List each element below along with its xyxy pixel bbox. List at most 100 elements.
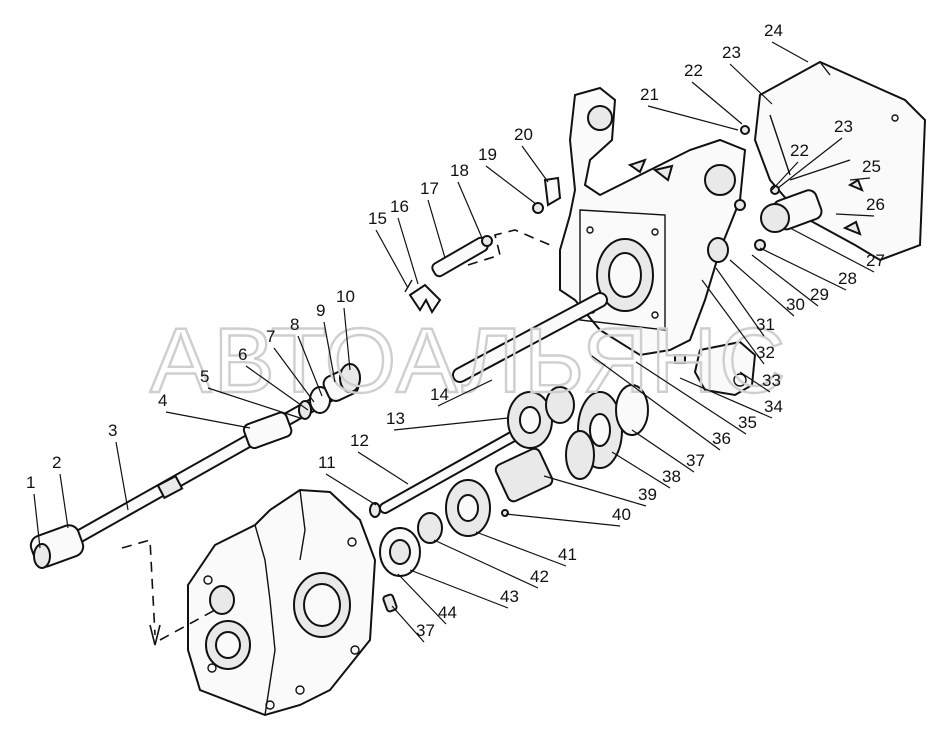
callout-leader-43 xyxy=(409,569,509,609)
callout-number-25: 25 xyxy=(862,157,881,176)
callout-number-9: 9 xyxy=(316,301,325,320)
callout-leader-8 xyxy=(297,335,323,397)
callout-number-13: 13 xyxy=(386,409,405,428)
callout-leader-29 xyxy=(751,254,819,307)
gear-shafts xyxy=(369,292,649,613)
callout-leader-10 xyxy=(343,307,351,371)
callout-leader-30 xyxy=(729,259,795,317)
callout-number-15: 15 xyxy=(368,209,387,228)
callout-leader-28 xyxy=(759,247,847,291)
callout-number-31: 31 xyxy=(756,315,775,334)
callout-leader-25 xyxy=(849,177,871,181)
callout-leader-12 xyxy=(357,451,409,485)
callout-number-20: 20 xyxy=(514,125,533,144)
callout-number-33: 33 xyxy=(762,371,781,390)
callout-leader-40 xyxy=(505,513,621,527)
callout-number-19: 19 xyxy=(478,145,497,164)
callout-number-22: 22 xyxy=(790,141,809,160)
assembly-guide xyxy=(121,538,216,646)
callout-leader-39 xyxy=(543,475,647,507)
callout-number-11: 11 xyxy=(318,453,336,472)
callout-number-43: 43 xyxy=(500,587,519,606)
callout-leader-18 xyxy=(457,181,483,239)
callout-number-8: 8 xyxy=(290,315,299,334)
callout-number-34: 34 xyxy=(764,397,783,416)
callout-number-36: 36 xyxy=(712,429,731,448)
callout-leader-2 xyxy=(59,473,69,529)
callout-number-4: 4 xyxy=(158,391,167,410)
callout-number-1: 1 xyxy=(26,473,35,492)
callout-leader-36 xyxy=(591,355,721,451)
shift-assembly xyxy=(404,176,562,314)
callout-leader-24 xyxy=(771,41,809,63)
callout-number-16: 16 xyxy=(390,197,409,216)
callout-leader-35 xyxy=(635,361,747,435)
callout-number-39: 39 xyxy=(638,485,657,504)
callout-number-18: 18 xyxy=(450,161,469,180)
callout-number-10: 10 xyxy=(336,287,355,306)
callout-leader-23 xyxy=(729,63,773,105)
callout-number-6: 6 xyxy=(238,345,247,364)
callout-leader-21 xyxy=(647,105,739,131)
callout-number-27: 27 xyxy=(866,251,885,270)
callout-number-32: 32 xyxy=(756,343,775,362)
callout-number-35: 35 xyxy=(738,413,757,432)
callout-leader-34 xyxy=(679,377,773,419)
callout-leader-32 xyxy=(701,279,765,365)
callout-leader-5 xyxy=(207,387,301,419)
callout-number-3: 3 xyxy=(108,421,117,440)
callout-leader-17 xyxy=(427,199,446,259)
callout-leader-42 xyxy=(433,539,539,589)
callout-number-12: 12 xyxy=(350,431,369,450)
callout-number-29: 29 xyxy=(810,285,829,304)
callout-leader-7 xyxy=(273,347,315,403)
callout-leader-41 xyxy=(475,531,567,567)
callout-leader-22 xyxy=(771,161,799,191)
callout-leader-26 xyxy=(835,213,875,217)
callout-leader-14 xyxy=(437,379,493,407)
callout-leader-1 xyxy=(33,493,41,549)
callout-leader-37 xyxy=(631,429,695,473)
callout-number-37: 37 xyxy=(416,621,435,640)
callout-number-28: 28 xyxy=(838,269,857,288)
callout-number-23: 23 xyxy=(722,43,741,62)
callout-number-38: 38 xyxy=(662,467,681,486)
callout-leader-4 xyxy=(165,411,251,429)
callout-number-21: 21 xyxy=(640,85,659,104)
input-shaft xyxy=(29,363,361,569)
callout-number-22: 22 xyxy=(684,61,703,80)
callout-leader-19 xyxy=(485,165,537,205)
main-housing xyxy=(559,86,747,357)
callout-number-41: 41 xyxy=(558,545,577,564)
callout-number-2: 2 xyxy=(52,453,61,472)
callout-number-17: 17 xyxy=(420,179,439,198)
callout-number-44: 44 xyxy=(438,603,457,622)
callout-leader-23 xyxy=(777,137,843,189)
callout-number-30: 30 xyxy=(786,295,805,314)
callout-number-24: 24 xyxy=(764,21,783,40)
callout-leader-31 xyxy=(715,267,765,337)
callout-number-14: 14 xyxy=(430,385,449,404)
callout-labels: 1234567891011121314151617181920212223242… xyxy=(26,21,885,643)
callout-leader-13 xyxy=(393,417,509,431)
callout-leader-37 xyxy=(391,605,425,643)
callout-number-23: 23 xyxy=(834,117,853,136)
callout-number-5: 5 xyxy=(200,367,209,386)
callout-number-37: 37 xyxy=(686,451,705,470)
callout-number-7: 7 xyxy=(266,327,275,346)
callout-number-42: 42 xyxy=(530,567,549,586)
callout-leader-38 xyxy=(611,451,671,489)
callout-leader-3 xyxy=(115,441,129,511)
watermark-text: АВТОАЛЬЯНС xyxy=(150,310,788,412)
callout-leader-16 xyxy=(397,217,419,285)
callout-leader-44 xyxy=(397,573,447,625)
callout-leader-11 xyxy=(325,473,377,506)
right-small-parts xyxy=(674,114,851,397)
callout-leader-33 xyxy=(739,371,771,393)
callout-leader-6 xyxy=(245,365,309,411)
callout-leader-15 xyxy=(375,229,409,289)
front-housing xyxy=(187,488,377,717)
callout-leader-20 xyxy=(521,145,549,183)
